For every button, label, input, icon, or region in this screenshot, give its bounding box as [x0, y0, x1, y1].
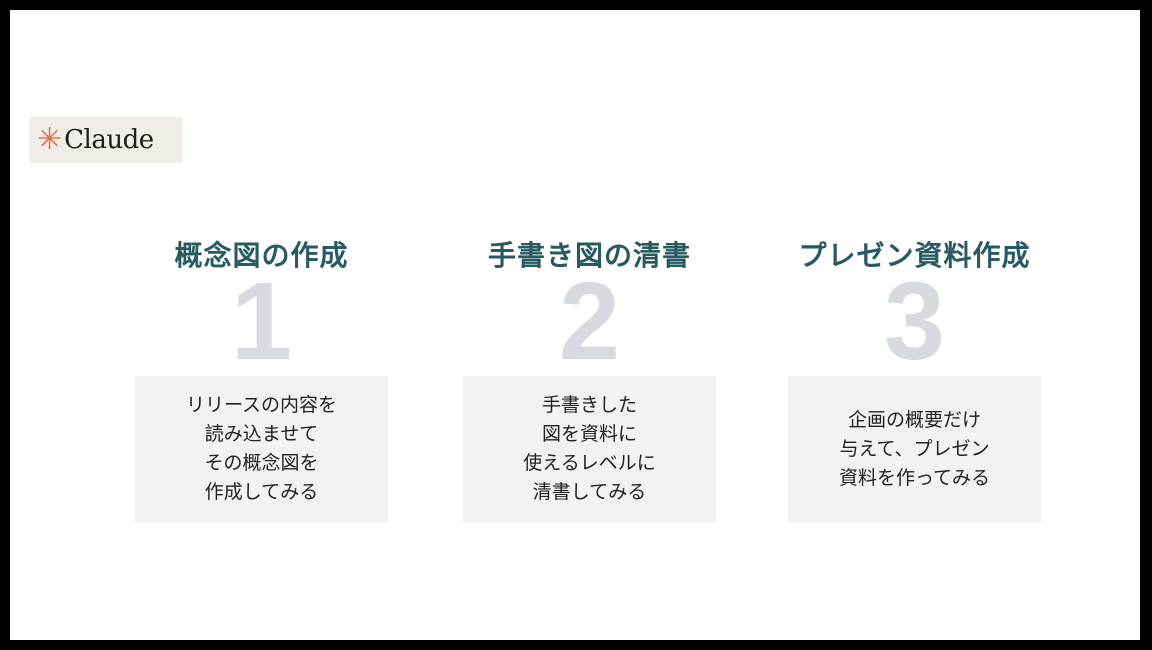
claude-logo: ✳ Claude — [29, 117, 182, 163]
step-description: リリースの内容を 読み込ませて その概念図を 作成してみる — [135, 376, 388, 522]
step-1: 概念図の作成 1 リリースの内容を 読み込ませて その概念図を 作成してみる — [135, 200, 388, 522]
step-title: プレゼン資料作成 — [798, 239, 1031, 272]
claude-star-icon: ✳ — [37, 122, 63, 157]
step-description: 企画の概要だけ 与えて、プレゼン 資料を作ってみる — [788, 376, 1041, 522]
step-3: プレゼン資料作成 3 企画の概要だけ 与えて、プレゼン 資料を作ってみる — [788, 200, 1041, 522]
step-number: 3 — [883, 260, 946, 383]
step-number: 2 — [558, 260, 621, 383]
step-title: 概念図の作成 — [174, 239, 349, 272]
step-number: 1 — [230, 260, 293, 383]
slide: ✳ Claude 概念図の作成 1 リリースの内容を 読み込ませて その概念図を… — [10, 10, 1140, 640]
step-description: 手書きした 図を資料に 使えるレベルに 清書してみる — [463, 376, 716, 522]
step-2: 手書き図の清書 2 手書きした 図を資料に 使えるレベルに 清書してみる — [463, 200, 716, 522]
logo-text: Claude — [64, 125, 154, 155]
step-title: 手書き図の清書 — [487, 239, 691, 272]
